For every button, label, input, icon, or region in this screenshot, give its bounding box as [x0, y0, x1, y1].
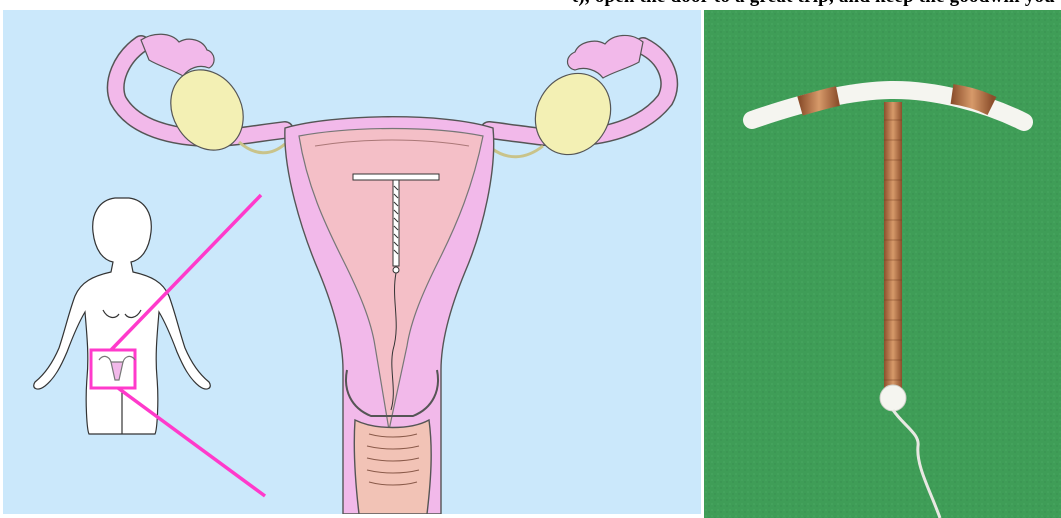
- copper-sleeve-left: [800, 96, 838, 106]
- copper-coil-stem: [884, 102, 902, 392]
- iud-photo: [704, 10, 1061, 518]
- iud-bead: [880, 385, 906, 411]
- caption-strip: t), open the door to a great trip, and k…: [0, 0, 1061, 10]
- uterus-diagram: [3, 10, 701, 514]
- copper-sleeve-right: [952, 94, 992, 106]
- caption-text: t), open the door to a great trip, and k…: [572, 0, 1055, 8]
- vagina: [354, 420, 431, 514]
- iud-photo-panel: [704, 10, 1061, 518]
- uterus-diagram-panel: [3, 10, 701, 514]
